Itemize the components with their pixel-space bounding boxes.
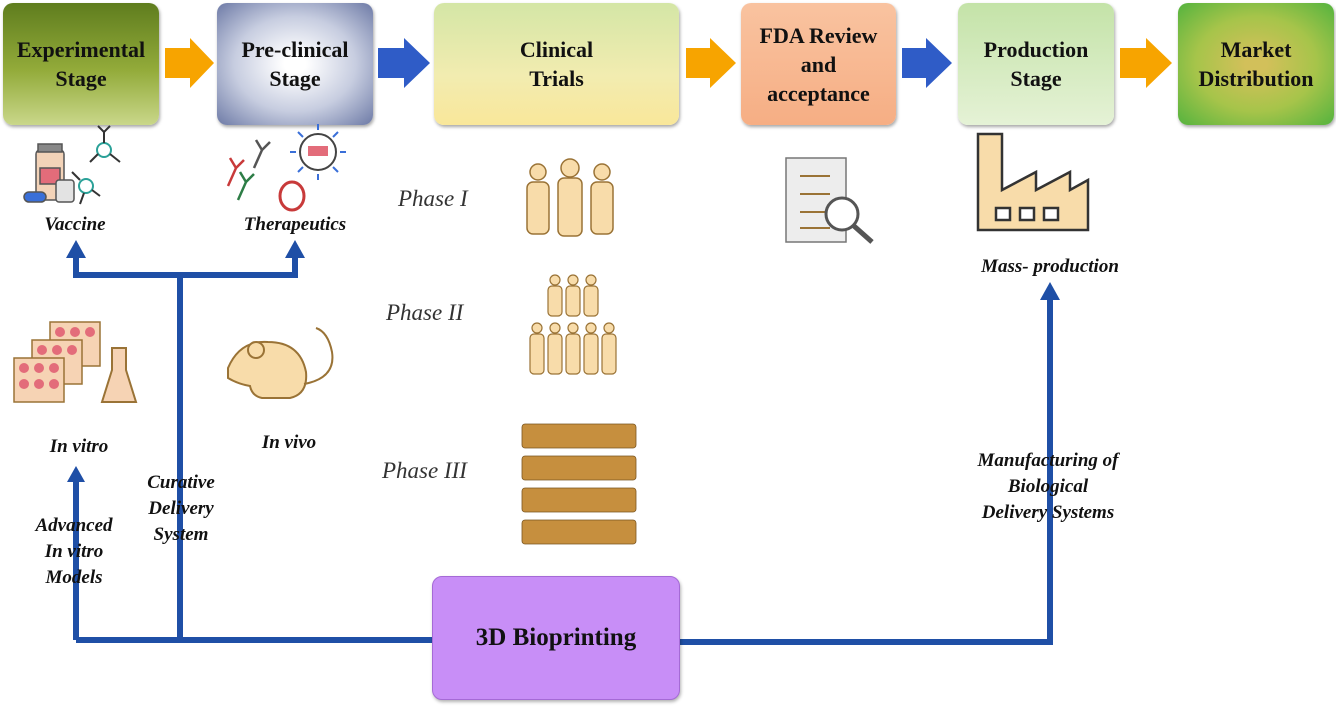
label-phase-1: Phase I xyxy=(398,186,468,211)
label-vaccine: Vaccine xyxy=(44,214,106,235)
arrowhead-therapeutics xyxy=(285,240,305,258)
arrowhead-mass xyxy=(1040,282,1060,300)
stage-label: Experimental Stage xyxy=(16,37,146,91)
arrow-4 xyxy=(902,38,952,88)
vaccine-bottles-icon xyxy=(23,143,75,203)
arrow-1 xyxy=(165,38,214,88)
mouse-icon xyxy=(227,327,334,399)
label-in-vitro: In vitro xyxy=(49,436,109,457)
flask-icon xyxy=(100,347,138,403)
stage-label: Production Stage xyxy=(983,37,1089,91)
antibody-cluster-icon xyxy=(226,139,271,201)
people-icon xyxy=(526,158,614,237)
stage-production: Production Stage xyxy=(958,3,1114,125)
stage-label: FDA Review and acceptance xyxy=(759,22,878,106)
crowd-icon xyxy=(521,423,637,545)
label-manufacturing: Manufacturing of Biological Delivery Sys… xyxy=(977,450,1119,523)
antibody-icon xyxy=(71,125,121,205)
label-curative: Curative Delivery System xyxy=(147,472,215,545)
arrow-5 xyxy=(1120,38,1172,88)
stage-label: Clinical Trials xyxy=(519,37,594,91)
arrow-2 xyxy=(378,38,430,88)
label-phase-3: Phase III xyxy=(382,458,467,483)
bioprinting-box: 3D Bioprinting xyxy=(432,576,680,700)
label-phase-2: Phase II xyxy=(386,300,464,325)
stage-experimental: Experimental Stage xyxy=(3,3,159,125)
checklist-magnifier-icon xyxy=(785,157,874,244)
stage-label: Market Distribution xyxy=(1198,37,1314,91)
factory-icon xyxy=(976,132,1090,232)
arrow-3 xyxy=(686,38,736,88)
connector-right xyxy=(678,296,1053,645)
arrowhead-vaccine xyxy=(66,240,86,258)
stage-clinical: Clinical Trials xyxy=(434,3,679,125)
stage-market: Market Distribution xyxy=(1178,3,1334,125)
label-therapeutics: Therapeutics xyxy=(243,214,347,235)
virus-icon xyxy=(278,124,346,212)
bioprinting-label: 3D Bioprinting xyxy=(475,624,637,651)
cell-plates-icon xyxy=(13,321,101,403)
people-small-icon xyxy=(529,274,617,375)
arrowhead-invitro xyxy=(67,466,85,482)
stage-label: Pre-clinical Stage xyxy=(241,37,349,91)
label-in-vivo: In vivo xyxy=(261,432,317,453)
label-advanced: Advanced In vitro Models xyxy=(35,515,113,588)
label-mass-production: Mass- production xyxy=(981,256,1119,277)
stage-preclinical: Pre-clinical Stage xyxy=(217,3,373,125)
stage-fda: FDA Review and acceptance xyxy=(741,3,896,125)
